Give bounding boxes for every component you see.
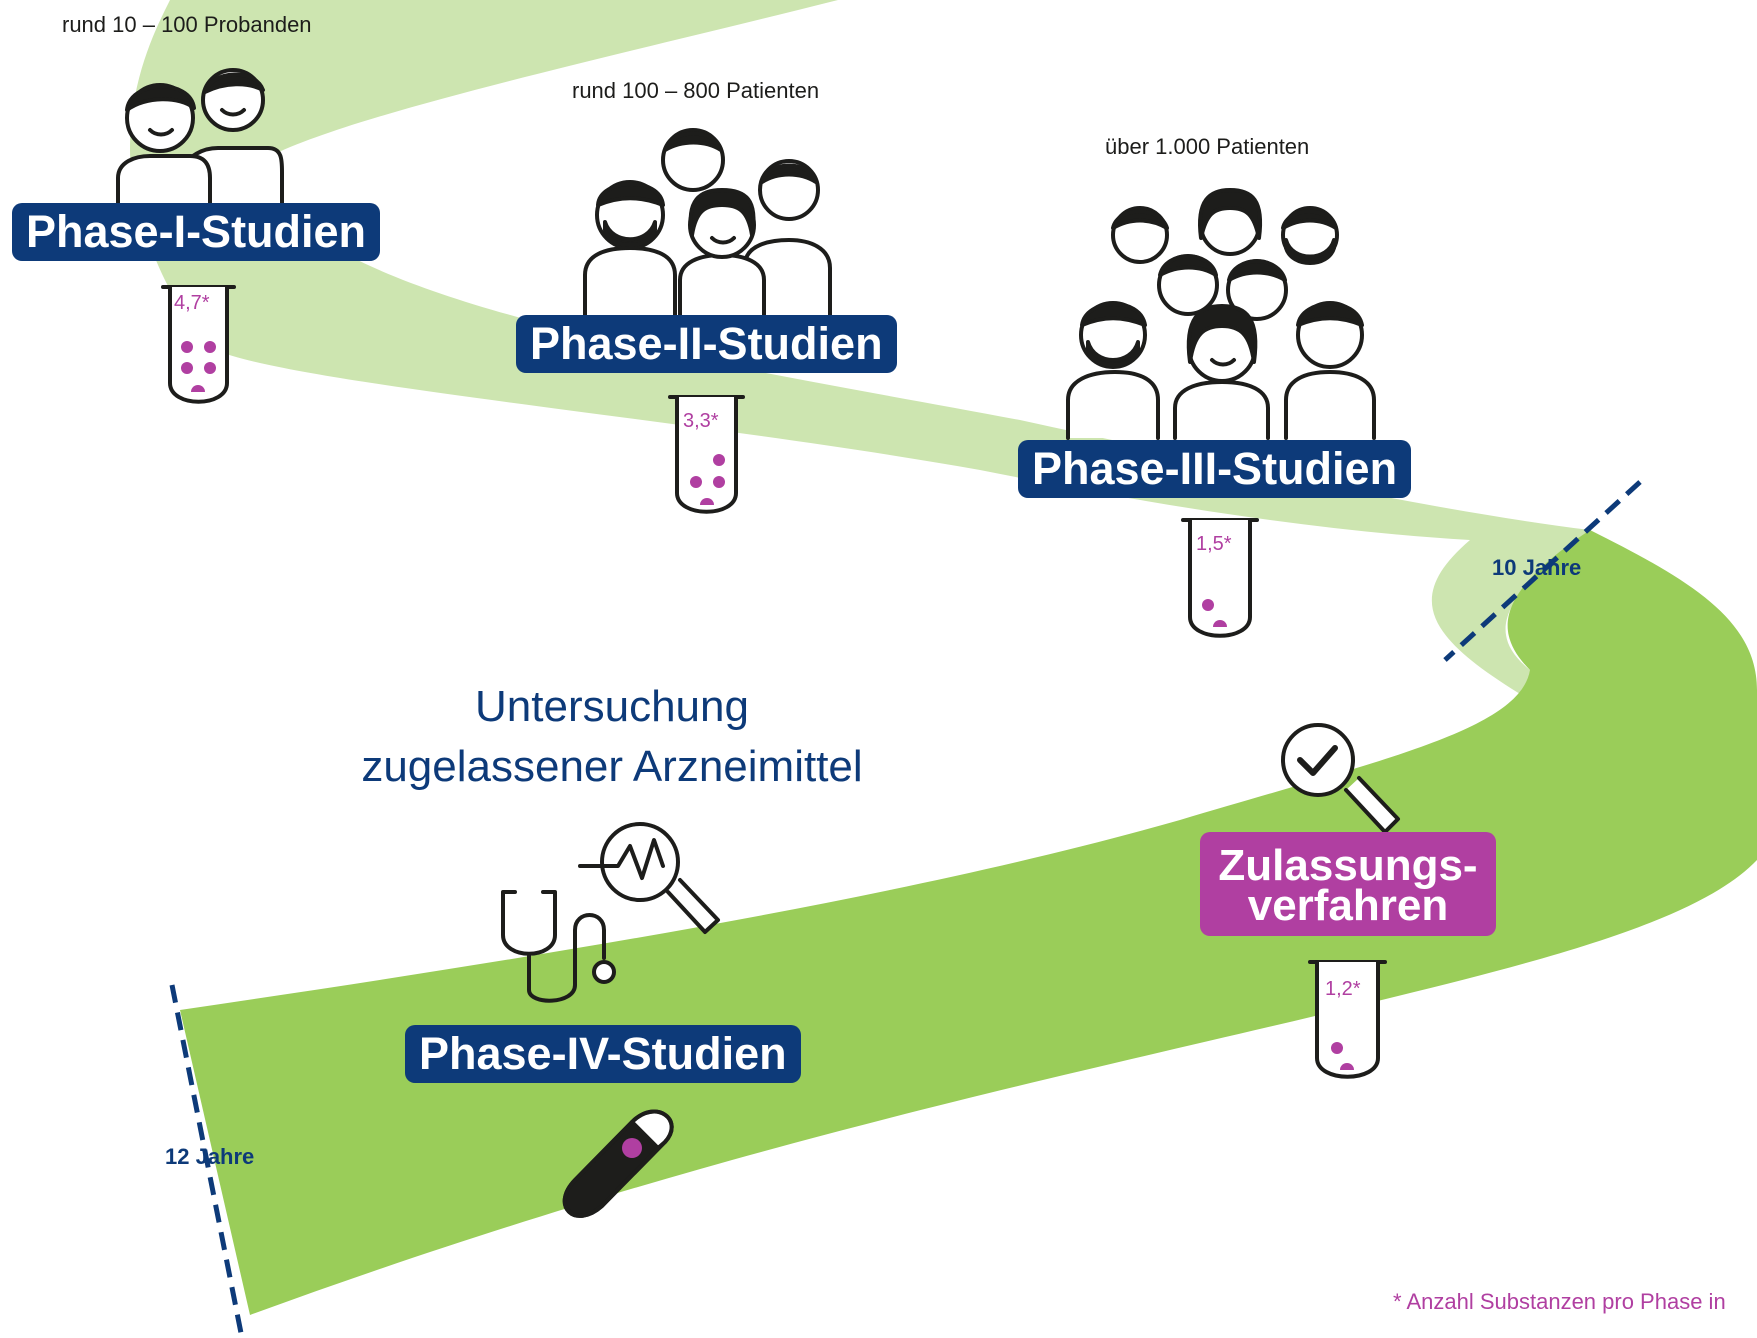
phase-3-substance-count: 1,5* — [1196, 533, 1232, 555]
magnifier-heartbeat-icon — [578, 822, 720, 934]
road-late-phases — [180, 530, 1757, 1315]
phase-3-label: Phase-III-Studien — [1018, 440, 1412, 498]
milestone-10-years-line — [1443, 480, 1642, 662]
capsule-icon — [562, 1109, 674, 1218]
approval-label-line-1: Zulassungs- — [1218, 841, 1478, 890]
test-tube-phase-3-icon — [1181, 518, 1259, 638]
phase-1-substance-count: 4,7* — [174, 292, 210, 314]
magnifier-check-icon — [1281, 723, 1400, 834]
phase-2-substance-count: 3,3* — [683, 410, 719, 432]
phase-1-participants: rund 10 – 100 Probanden — [62, 12, 312, 37]
phase-2-label: Phase-II-Studien — [516, 315, 897, 373]
milestone-10-years: 10 Jahre — [1492, 555, 1582, 580]
phase-4-headline-line-2: zugelassener Arzneimittel — [361, 742, 863, 791]
test-tube-approval-icon — [1308, 960, 1387, 1079]
phase-1-label: Phase-I-Studien — [12, 203, 381, 261]
test-tube-phase-1-icon — [161, 285, 236, 404]
two-people-icon — [116, 68, 284, 207]
test-tube-phase-2-icon — [668, 395, 745, 514]
milestone-12-years: 12 Jahre — [165, 1144, 255, 1169]
phase-4-headline-line-1: Untersuchung — [475, 682, 749, 731]
group-of-four-people-icon — [583, 128, 832, 317]
phase-3-participants: über 1.000 Patienten — [1105, 134, 1310, 159]
road-early-phases — [130, 0, 1590, 700]
large-crowd-icon — [1066, 188, 1376, 440]
milestone-12-years-line — [169, 984, 245, 1338]
approval-label-line-2: verfahren — [1247, 881, 1449, 930]
stethoscope-icon — [501, 890, 616, 1003]
approval-label: Zulassungs- verfahren — [1200, 832, 1496, 936]
phase-4-headline: Untersuchung zugelassener Arzneimittel — [292, 677, 932, 797]
phase-2-participants: rund 100 – 800 Patienten — [572, 78, 820, 103]
footnote: * Anzahl Substanzen pro Phase in — [1393, 1289, 1726, 1314]
phase-4-label: Phase-IV-Studien — [405, 1025, 801, 1083]
approval-substance-count: 1,2* — [1325, 978, 1361, 1000]
